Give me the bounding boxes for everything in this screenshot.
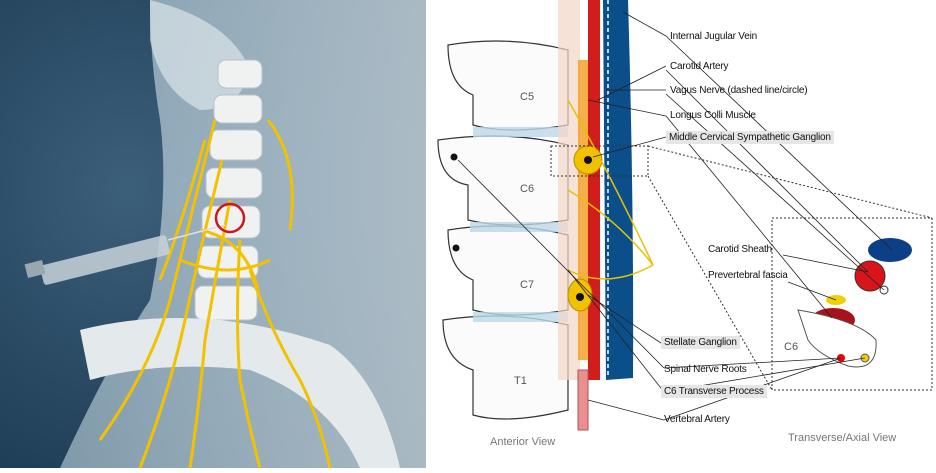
- label-stellate-ganglion: Stellate Ganglion: [661, 336, 740, 349]
- label-vagus-nerve: Vagus Nerve (dashed line/circle): [670, 85, 808, 96]
- anatomy-diagram: C5 C6 C7 T1 C6 Internal Jugular Vein Car…: [428, 0, 936, 468]
- label-longus-colli: Longus Colli Muscle: [670, 110, 756, 121]
- label-c6-transverse-process: C6 Transverse Process: [661, 385, 767, 398]
- cervical-spine: [194, 59, 263, 321]
- brachial-plexus-nerves: [98, 119, 332, 469]
- caption-anterior-view: Anterior View: [490, 436, 556, 448]
- caption-axial-view: Transverse/Axial View: [788, 432, 897, 444]
- axial-level-label: C6: [784, 341, 798, 353]
- label-carotid-sheath: Carotid Sheath: [708, 244, 772, 255]
- internal-jugular-vein: [603, 0, 634, 380]
- neck-injection-illustration: [0, 0, 426, 469]
- label-middle-cervical-ganglion: Middle Cervical Sympathetic Ganglion: [666, 131, 834, 144]
- vertebra-label-c7: C7: [520, 279, 534, 291]
- clavicle: [80, 318, 400, 468]
- vertebra-label-c5: C5: [520, 91, 534, 103]
- vertebral-artery: [577, 369, 589, 431]
- axial-view-box: [771, 217, 933, 391]
- axial-section: [797, 238, 912, 368]
- label-carotid-artery: Carotid Artery: [670, 61, 729, 72]
- label-internal-jugular-vein: Internal Jugular Vein: [670, 31, 757, 42]
- vertebra-label-t1: T1: [514, 375, 527, 387]
- syringe-icon: [24, 224, 226, 285]
- label-spinal-nerve-roots: Spinal Nerve Roots: [664, 364, 747, 375]
- label-vertebral-artery: Vertebral Artery: [664, 414, 730, 425]
- injection-target-circle: [214, 202, 246, 234]
- carotid-artery: [588, 0, 600, 380]
- vertebra-label-c6: C6: [520, 183, 534, 195]
- vertebral-bodies: [437, 40, 569, 420]
- label-prevertebral-fascia: Prevertebral fascia: [708, 270, 788, 281]
